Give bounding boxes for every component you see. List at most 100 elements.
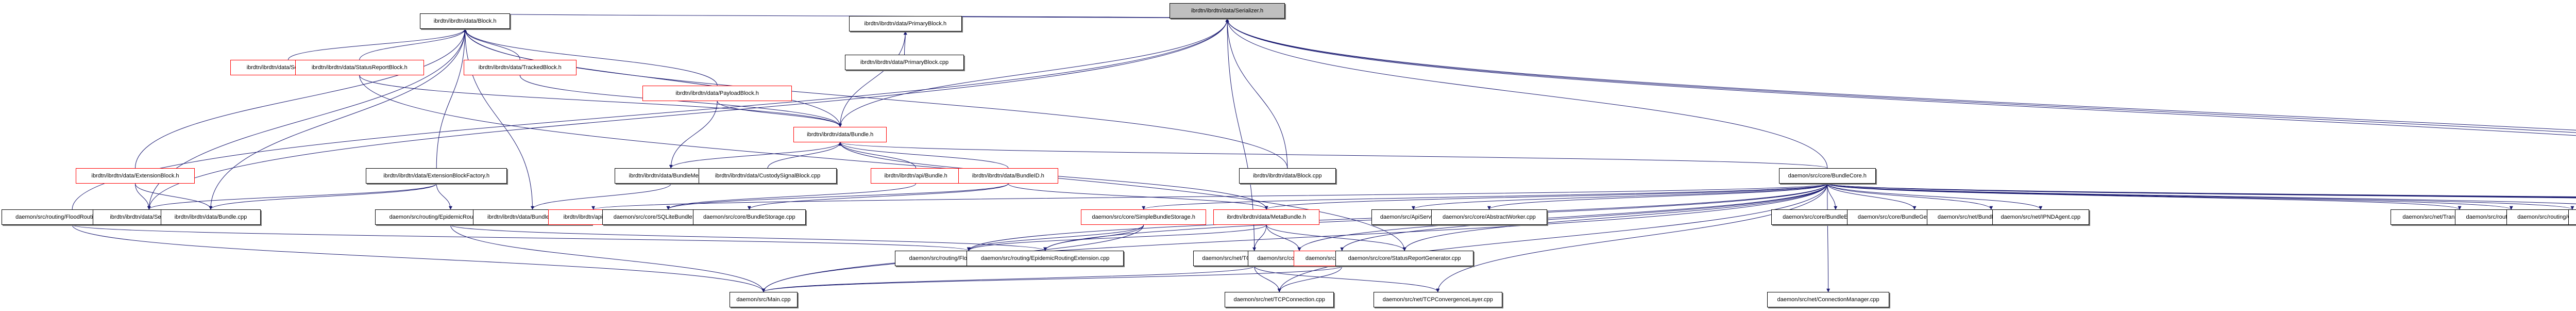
edge-bundlecore-h-to-statusreportgen-cpp bbox=[1402, 183, 1828, 251]
edge-trackedblock-h-to-block-h bbox=[463, 28, 520, 60]
node-label: daemon/src/net/TCPConvergenceLayer.cpp bbox=[1382, 297, 1493, 303]
edge-statusreportblock-h-to-bundle-h bbox=[359, 75, 842, 127]
edge-extensionblockfactory-h-to-serializer-cpp bbox=[147, 183, 437, 210]
edge-metabundle-h-to-bundlecore-cpp bbox=[1266, 224, 1301, 251]
edge-bundlecore-h-to-requeuebundle-cpp bbox=[1827, 183, 2576, 204]
node-label: daemon/src/core/BundleStorage.cpp bbox=[703, 214, 795, 220]
edge-extensionblockfactory-h-to-epidemicrouting-h bbox=[436, 183, 452, 210]
edge-bundlecore-h-to-bundlecore-cpp bbox=[1297, 183, 1828, 251]
edge-extensionblockfactory-h-to-bundle-cpp bbox=[209, 183, 437, 210]
edge-metabundle-h-to-statusreportgen-cpp bbox=[1266, 224, 1406, 251]
graph-node-requeuebundle-cpp[interactable]: daemon/src/routing/RequeueBundleEvent.cp… bbox=[2568, 209, 2576, 225]
edge-tcpcl-h-to-tcpcl-cpp bbox=[1254, 266, 1440, 292]
graph-node-statusreportgen-cpp[interactable]: daemon/src/core/StatusReportGenerator.cp… bbox=[1335, 251, 1474, 266]
node-label: daemon/src/Main.cpp bbox=[736, 297, 791, 303]
edge-extensionblock-h-to-bundle-cpp bbox=[135, 183, 213, 210]
graph-node-bundle-h[interactable]: ibrdtn/ibrdtn/data/Bundle.h bbox=[793, 127, 887, 142]
edge-floodrouting-h-to-main-cpp bbox=[72, 224, 766, 292]
edge-bundlecore-h-to-udpcl-cpp bbox=[1827, 183, 2576, 198]
edge-bundleid-h-to-metabundle-h bbox=[1008, 183, 1268, 210]
edge-block-h-to-serializer-h bbox=[465, 13, 1228, 19]
graph-node-bundlestorage-cpp[interactable]: daemon/src/core/BundleStorage.cpp bbox=[693, 209, 806, 225]
graph-node-abstractworker-cpp[interactable]: daemon/src/core/AbstractWorker.cpp bbox=[1431, 209, 1547, 225]
graph-node-custodysignalblock-cpp[interactable]: ibrdtn/ibrdtn/data/CustodySignalBlock.cp… bbox=[699, 168, 837, 184]
graph-node-api-bundle-h[interactable]: ibrdtn/ibrdtn/api/Bundle.h bbox=[871, 168, 961, 184]
edge-tcpcl-h-to-serializer-h bbox=[1225, 18, 1255, 251]
edge-block-cpp-to-serializer-h bbox=[1225, 18, 1288, 169]
edge-bundlecore-h-to-apiserver-cpp bbox=[1412, 183, 1828, 210]
edge-bundlemerger-h-to-bundlemerger-cpp bbox=[531, 183, 671, 210]
node-label: daemon/src/core/SimpleBundleStorage.h bbox=[1092, 214, 1195, 220]
graph-node-queuebundle-cpp[interactable]: daemon/src/routing/QueueBundleEvent.cpp bbox=[2506, 209, 2576, 225]
edge-udpcl-cpp-to-serializer-h bbox=[1225, 18, 2576, 130]
node-label: ibrdtn/ibrdtn/data/Block.cpp bbox=[1253, 173, 1322, 179]
graph-node-main-cpp[interactable]: daemon/src/Main.cpp bbox=[730, 292, 798, 307]
node-label: ibrdtn/ibrdtn/data/BundleID.h bbox=[972, 173, 1044, 179]
graph-node-extensionblockfactory-h[interactable]: ibrdtn/ibrdtn/data/ExtensionBlockFactory… bbox=[366, 168, 507, 184]
edge-bundlecore-h-to-serializer-h bbox=[1225, 18, 1828, 169]
edge-bundlecore-h-to-simplestorage-h bbox=[1142, 183, 1828, 210]
graph-node-statusreportblock-h[interactable]: ibrdtn/ibrdtn/data/StatusReportBlock.h bbox=[295, 60, 424, 75]
edge-metabundle-h-to-floodrouting-cpp bbox=[967, 224, 1267, 251]
graph-node-block-h[interactable]: ibrdtn/ibrdtn/data/Block.h bbox=[420, 13, 511, 29]
node-label: daemon/src/ApiServer.cpp bbox=[1380, 214, 1447, 220]
graph-node-tcpcl-cpp[interactable]: daemon/src/net/TCPConvergenceLayer.cpp bbox=[1374, 292, 1502, 307]
edge-securityblock-h-to-block-h bbox=[287, 28, 467, 60]
graph-node-serializer-h[interactable]: ibrdtn/ibrdtn/data/Serializer.h bbox=[1170, 3, 1285, 19]
graph-node-ipndagent-cpp[interactable]: daemon/src/net/IPNDAgent.cpp bbox=[1992, 209, 2089, 225]
edge-floodrouting-h-to-floodrouting-cpp bbox=[72, 224, 971, 251]
graph-node-extensionblock-h[interactable]: ibrdtn/ibrdtn/data/ExtensionBlock.h bbox=[76, 168, 195, 184]
node-label: daemon/src/routing/QueueBundleEvent.cpp bbox=[2517, 214, 2576, 220]
node-label: daemon/src/routing/EpidemicRoutingExtens… bbox=[980, 255, 1110, 261]
graph-node-primaryblock-cpp[interactable]: ibrdtn/ibrdtn/data/PrimaryBlock.cpp bbox=[845, 55, 964, 70]
edge-extensionblockfactory-h-to-block-h bbox=[436, 28, 467, 169]
graph-node-primaryblock-h[interactable]: ibrdtn/ibrdtn/data/PrimaryBlock.h bbox=[849, 16, 962, 31]
graph-node-simplestorage-h[interactable]: daemon/src/core/SimpleBundleStorage.h bbox=[1081, 209, 1207, 225]
edge-trackedblock-h-to-bundle-h bbox=[519, 75, 842, 127]
edge-bundlecore-h-to-tcpcl-cpp bbox=[1436, 183, 1828, 292]
graph-node-trackedblock-h[interactable]: ibrdtn/ibrdtn/data/TrackedBlock.h bbox=[464, 60, 577, 75]
edge-tcpcl-h-to-main-cpp bbox=[761, 266, 1255, 292]
graph-node-bundleid-h[interactable]: ibrdtn/ibrdtn/data/BundleID.h bbox=[958, 168, 1058, 184]
node-label: daemon/src/net/TCPConnection.cpp bbox=[1233, 297, 1325, 303]
edge-epidemicrouting-h-to-main-cpp bbox=[450, 224, 766, 292]
edge-extensionblock-h-to-serializer-cpp bbox=[135, 183, 151, 210]
edge-tcpcl-h-to-tcpconnection-cpp bbox=[1254, 266, 1281, 292]
edge-bundleid-h-to-sqlitestorage-cpp bbox=[666, 183, 1009, 210]
graph-node-bundle-cpp[interactable]: ibrdtn/ibrdtn/data/Bundle.cpp bbox=[161, 209, 261, 225]
edge-statisticlogger-h-to-main-cpp bbox=[761, 266, 1343, 292]
node-label: ibrdtn/ibrdtn/data/Serializer.h bbox=[1191, 8, 1264, 14]
edge-lowpancl-cpp-to-serializer-h bbox=[1225, 18, 2576, 133]
graph-node-bundlecore-h[interactable]: daemon/src/core/BundleCore.h bbox=[1779, 168, 1876, 184]
graph-node-metabundle-h[interactable]: ibrdtn/ibrdtn/data/MetaBundle.h bbox=[1213, 209, 1320, 225]
node-label: ibrdtn/ibrdtn/data/Bundle.cpp bbox=[174, 214, 247, 220]
edge-bundleid-h-to-bundlestorage-cpp bbox=[747, 183, 1009, 210]
edge-bundlecore-h-to-main-cpp bbox=[761, 183, 1828, 292]
edge-bundlecore-h-to-connectionmanager-cpp bbox=[1826, 183, 1831, 292]
graph-node-connectionmanager-cpp[interactable]: daemon/src/net/ConnectionManager.cpp bbox=[1767, 292, 1890, 307]
edge-bundlecore-h-to-client-h bbox=[591, 183, 1828, 210]
edge-bundlecore-h-to-abstractworker-cpp bbox=[1487, 183, 1828, 210]
node-label: ibrdtn/ibrdtn/data/PayloadBlock.h bbox=[675, 90, 759, 96]
node-label: ibrdtn/ibrdtn/data/ExtensionBlockFactory… bbox=[383, 173, 490, 179]
graph-node-tcpconnection-cpp[interactable]: daemon/src/net/TCPConnection.cpp bbox=[1225, 292, 1334, 307]
graph-node-block-cpp[interactable]: ibrdtn/ibrdtn/data/Block.cpp bbox=[1239, 168, 1336, 184]
node-label: ibrdtn/ibrdtn/data/Block.h bbox=[433, 18, 497, 24]
edge-custodysignalblock-cpp-to-bundle-h bbox=[767, 142, 842, 169]
edge-bundleid-h-to-bundle-h bbox=[838, 142, 1009, 169]
node-label: ibrdtn/ibrdtn/data/MetaBundle.h bbox=[1227, 214, 1306, 220]
node-label: daemon/src/net/ConnectionManager.cpp bbox=[1777, 297, 1879, 303]
node-label: ibrdtn/ibrdtn/api/Bundle.h bbox=[884, 173, 947, 179]
edge-bundlemerger-h-to-bundle-h bbox=[670, 142, 842, 169]
edge-metabundle-h-to-tcpcl-h bbox=[1252, 224, 1267, 251]
node-label: ibrdtn/ibrdtn/data/TrackedBlock.h bbox=[478, 64, 562, 71]
graph-node-payloadblock-h[interactable]: ibrdtn/ibrdtn/data/PayloadBlock.h bbox=[642, 86, 792, 101]
edge-statusreportblock-h-to-block-h bbox=[359, 28, 467, 60]
node-label: ibrdtn/ibrdtn/data/BundleMerger.h bbox=[629, 173, 713, 179]
edge-api-bundle-h-to-sqlitestorage-cpp bbox=[666, 183, 917, 210]
edge-payloadblock-h-to-bundlemerger-h bbox=[669, 101, 718, 169]
edge-bundle-cpp-to-block-h bbox=[210, 28, 467, 210]
graph-node-epidemicrouting-cpp[interactable]: daemon/src/routing/EpidemicRoutingExtens… bbox=[967, 251, 1124, 266]
edge-simplestorage-h-to-floodrouting-cpp bbox=[967, 224, 1144, 251]
